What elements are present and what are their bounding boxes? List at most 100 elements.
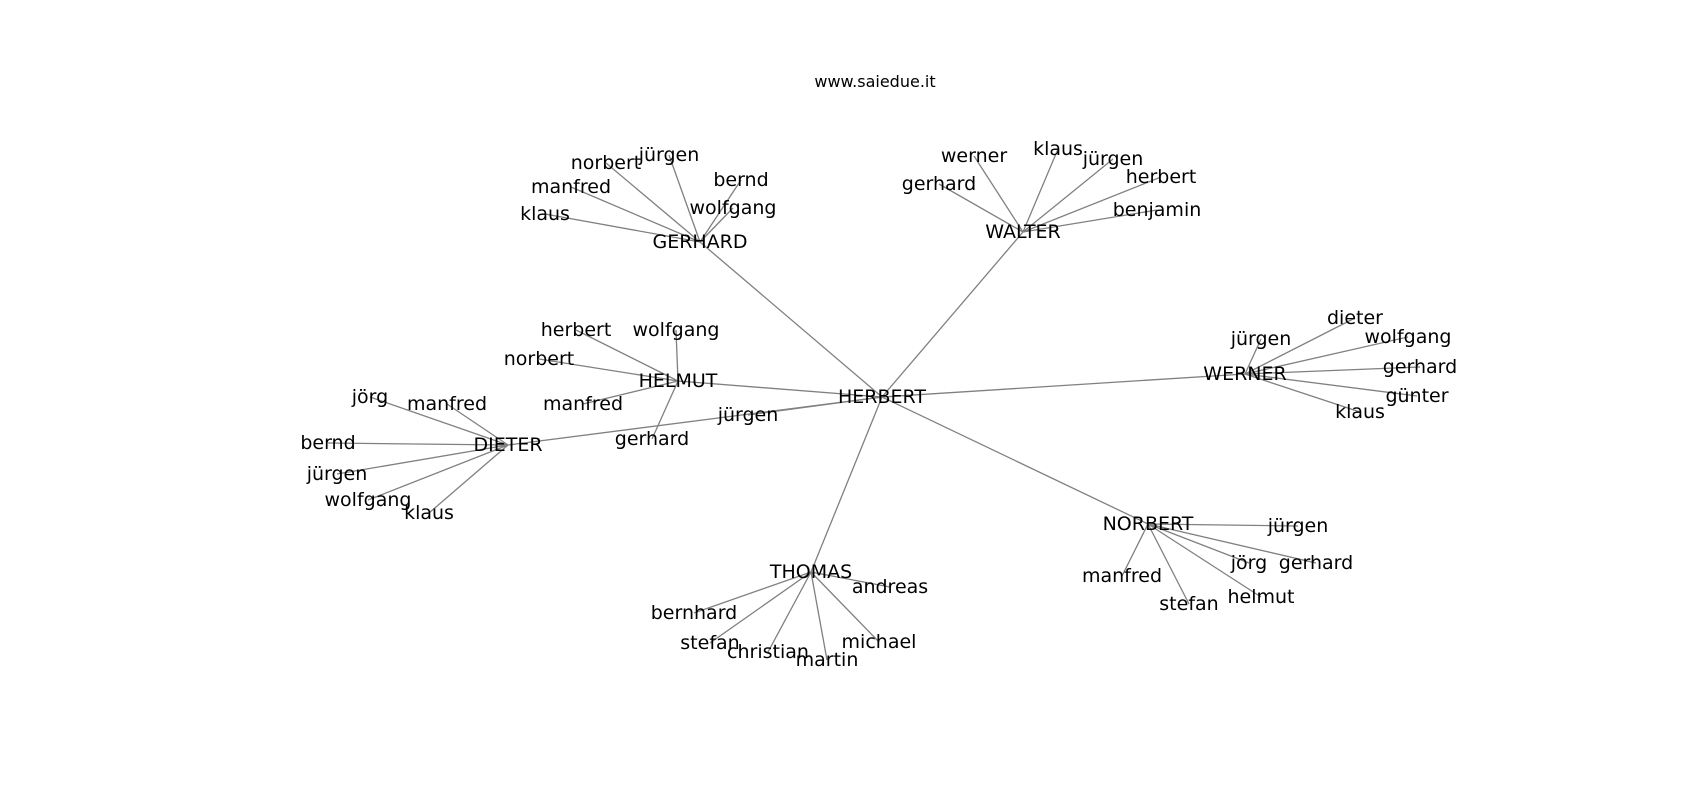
edge-dieter-leaf — [369, 396, 509, 446]
node-leaf: helmut — [1227, 586, 1294, 608]
node-hub: THOMAS — [769, 561, 852, 583]
edge-norbert-leaf — [1147, 523, 1262, 598]
node-hub: DIETER — [473, 434, 542, 456]
node-leaf: wolfgang — [690, 197, 777, 219]
edge-gerhard-leaf — [570, 186, 701, 243]
edge-root-werner — [881, 373, 1246, 398]
edge-thomas-leaf — [693, 571, 812, 614]
node-leaf: martin — [796, 649, 859, 671]
edge-root-norbert — [881, 396, 1149, 525]
edge-thomas-leaf — [767, 571, 812, 653]
edge-norbert-leaf — [1147, 523, 1250, 564]
edge-root-leaf — [747, 396, 883, 416]
edge-gerhard-leaf — [699, 179, 742, 243]
edge-thomas-leaf — [810, 571, 828, 661]
node-leaf: wolfgang — [633, 319, 720, 341]
page-title: www.saiedue.it — [814, 72, 936, 91]
edge-thomas-leaf — [810, 571, 880, 643]
node-root: HERBERT — [838, 386, 926, 408]
node-hub: WALTER — [985, 221, 1061, 243]
node-leaf: manfred — [1082, 565, 1162, 587]
node-leaf: andreas — [852, 576, 928, 598]
node-leaf: werner — [941, 145, 1007, 167]
edge-gerhard-leaf — [544, 213, 701, 243]
edge-gerhard-leaf — [668, 154, 701, 243]
node-leaf: günter — [1385, 385, 1448, 407]
edge-norbert-leaf — [1121, 523, 1149, 577]
node-leaf: bernd — [713, 169, 768, 191]
edge-walter-leaf — [938, 183, 1024, 233]
node-leaf: wolfgang — [1365, 326, 1452, 348]
edge-norbert-leaf — [1147, 523, 1190, 605]
edge-helmut-leaf — [582, 380, 679, 405]
edge-dieter-leaf — [428, 444, 509, 514]
node-leaf: gerhard — [902, 173, 976, 195]
node-leaf: norbert — [504, 348, 575, 370]
edge-walter-leaf — [973, 155, 1024, 233]
node-leaf: gerhard — [1279, 552, 1353, 574]
node-leaf: stefan — [1159, 593, 1218, 615]
node-leaf: stefan — [680, 632, 739, 654]
node-leaf: jürgen — [306, 463, 368, 485]
edge-dieter-leaf — [336, 444, 509, 475]
edge-dieter-leaf — [446, 403, 509, 446]
edge-walter-leaf — [1022, 176, 1162, 233]
edge-root-walter — [881, 231, 1024, 398]
edge-norbert-leaf — [1147, 523, 1299, 527]
edge-helmut-leaf — [538, 358, 679, 382]
node-leaf: manfred — [531, 176, 611, 198]
node-leaf: gerhard — [615, 428, 689, 450]
node-leaf: benjamin — [1113, 199, 1202, 221]
node-leaf: jürgen — [1230, 328, 1292, 350]
node-hub: WERNER — [1203, 363, 1286, 385]
node-leaf: wolfgang — [325, 489, 412, 511]
node-leaf: jürgen — [1082, 148, 1144, 170]
node-hub: NORBERT — [1103, 513, 1194, 535]
edge-helmut-leaf — [675, 329, 679, 382]
edge-gerhard-leaf — [699, 207, 734, 243]
node-leaf: norbert — [571, 152, 642, 174]
edge-walter-leaf — [1022, 209, 1158, 233]
edge-dieter-leaf — [327, 442, 509, 446]
node-leaf: bernhard — [651, 602, 738, 624]
edge-gerhard-leaf — [605, 162, 701, 243]
edge-root-thomas — [810, 396, 883, 573]
node-leaf: dieter — [1327, 307, 1383, 329]
edge-dieter-leaf — [367, 444, 509, 501]
node-leaf: jürgen — [1267, 515, 1329, 537]
node-leaf: jürgen — [638, 144, 700, 166]
edge-werner-leaf — [1244, 366, 1421, 375]
node-leaf: gerhard — [1383, 356, 1457, 378]
edge-thomas-leaf — [709, 571, 812, 644]
node-leaf: manfred — [407, 393, 487, 415]
edge-walter-leaf — [1022, 148, 1059, 233]
edge-helmut-leaf — [651, 380, 679, 440]
node-leaf: herbert — [1126, 166, 1197, 188]
node-leaf: jürgen — [717, 404, 779, 426]
node-leaf: herbert — [541, 319, 612, 341]
edge-werner-leaf — [1244, 338, 1262, 375]
labels-layer: HERBERTjürgenGERHARDnorbertjürgenmanfred… — [300, 138, 1457, 671]
edge-helmut-leaf — [575, 329, 679, 382]
node-leaf: jörg — [351, 386, 388, 408]
node-leaf: klaus — [1033, 138, 1083, 160]
node-leaf: klaus — [1335, 401, 1385, 423]
node-leaf: michael — [842, 631, 917, 653]
edge-walter-leaf — [1022, 158, 1114, 233]
node-leaf: klaus — [404, 502, 454, 524]
node-hub: HELMUT — [639, 370, 718, 392]
node-leaf: manfred — [543, 393, 623, 415]
edge-werner-leaf — [1244, 336, 1409, 375]
node-leaf: christian — [727, 641, 809, 663]
edges-layer — [327, 148, 1421, 661]
node-leaf: bernd — [300, 432, 355, 454]
node-hub: GERHARD — [652, 231, 747, 253]
edge-werner-leaf — [1244, 317, 1356, 375]
edge-norbert-leaf — [1147, 523, 1317, 564]
node-leaf: jörg — [1230, 552, 1267, 574]
edge-root-helmut — [677, 380, 883, 398]
edge-root-gerhard — [699, 241, 883, 398]
node-leaf: klaus — [520, 203, 570, 225]
edge-werner-leaf — [1244, 373, 1361, 413]
